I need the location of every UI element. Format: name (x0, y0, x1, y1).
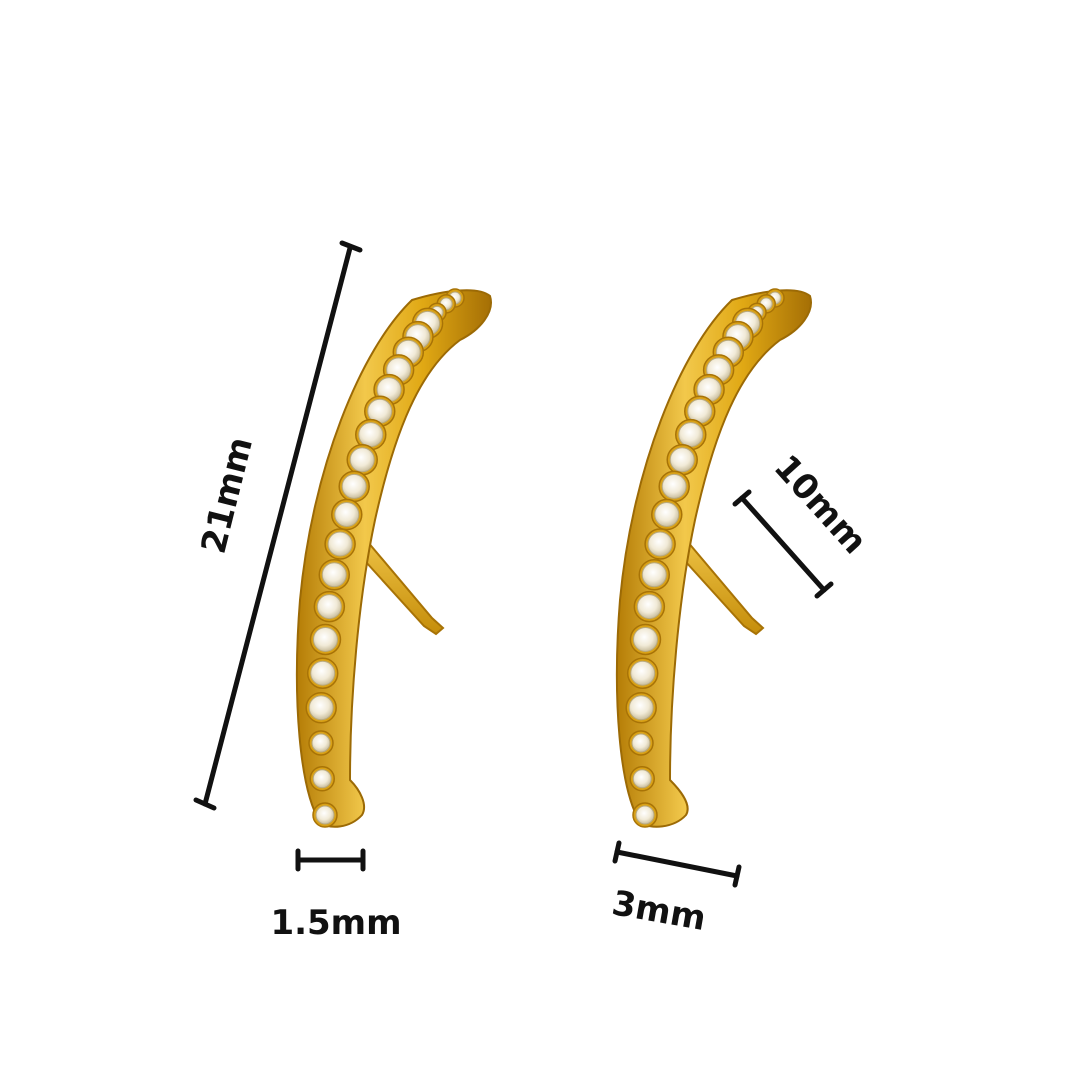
dimension-depth-label: 3mm (609, 883, 709, 939)
right-earring-stone (632, 626, 658, 652)
dimension-depth (612, 840, 742, 888)
dimension-bar-width-label: 1.5mm (270, 903, 401, 943)
right-earring-bar (615, 289, 812, 828)
dimension-post-length-cap-top (732, 489, 752, 507)
dimension-length-cap-bottom (193, 797, 217, 811)
dimension-post-length-cap-bottom (814, 581, 834, 599)
left-earring-stone (308, 695, 334, 721)
left-earring-stones (305, 288, 465, 828)
left-earring-bar (295, 289, 492, 828)
right-earring-stone (678, 422, 704, 448)
dimension-post-length-line (739, 495, 827, 593)
right-earring-stone (630, 660, 656, 686)
left-earring-stone (312, 626, 338, 652)
left-earring-stone (327, 531, 353, 557)
dimension-length (193, 240, 363, 811)
dimension-depth-cap-left (612, 840, 622, 864)
left-earring-stone (315, 805, 335, 825)
left-earring (295, 288, 492, 828)
dimension-depth-cap-right (732, 864, 742, 888)
right-earring-stone (632, 769, 652, 789)
right-earring-stone (654, 502, 680, 528)
right-earring-stone (661, 473, 687, 499)
dimension-length-label: 21mm (194, 433, 261, 557)
right-earring-stone (635, 805, 655, 825)
left-earring-stone (341, 473, 367, 499)
right-earring-stone (636, 594, 662, 620)
dimension-depth-line (614, 849, 740, 879)
right-earring-stone (641, 562, 667, 588)
right-earring-stone (628, 695, 654, 721)
dimension-post-length (732, 489, 834, 599)
left-earring-stone (349, 447, 375, 473)
right-earring-stone (669, 447, 695, 473)
left-earring-stone (334, 502, 360, 528)
left-earring-stone (316, 594, 342, 620)
right-earring-stone (647, 531, 673, 557)
left-earring-stone (311, 733, 331, 753)
right-earring-stones (625, 288, 785, 828)
left-earring-stone (310, 660, 336, 686)
left-earring-stone (321, 562, 347, 588)
left-earring-stone (312, 769, 332, 789)
right-earring-stone (631, 733, 651, 753)
dimension-bar-width (295, 848, 366, 872)
left-earring-stone (358, 422, 384, 448)
right-earring (615, 288, 812, 828)
dimension-length-line (202, 245, 353, 807)
dimension-length-cap-top (339, 240, 363, 253)
